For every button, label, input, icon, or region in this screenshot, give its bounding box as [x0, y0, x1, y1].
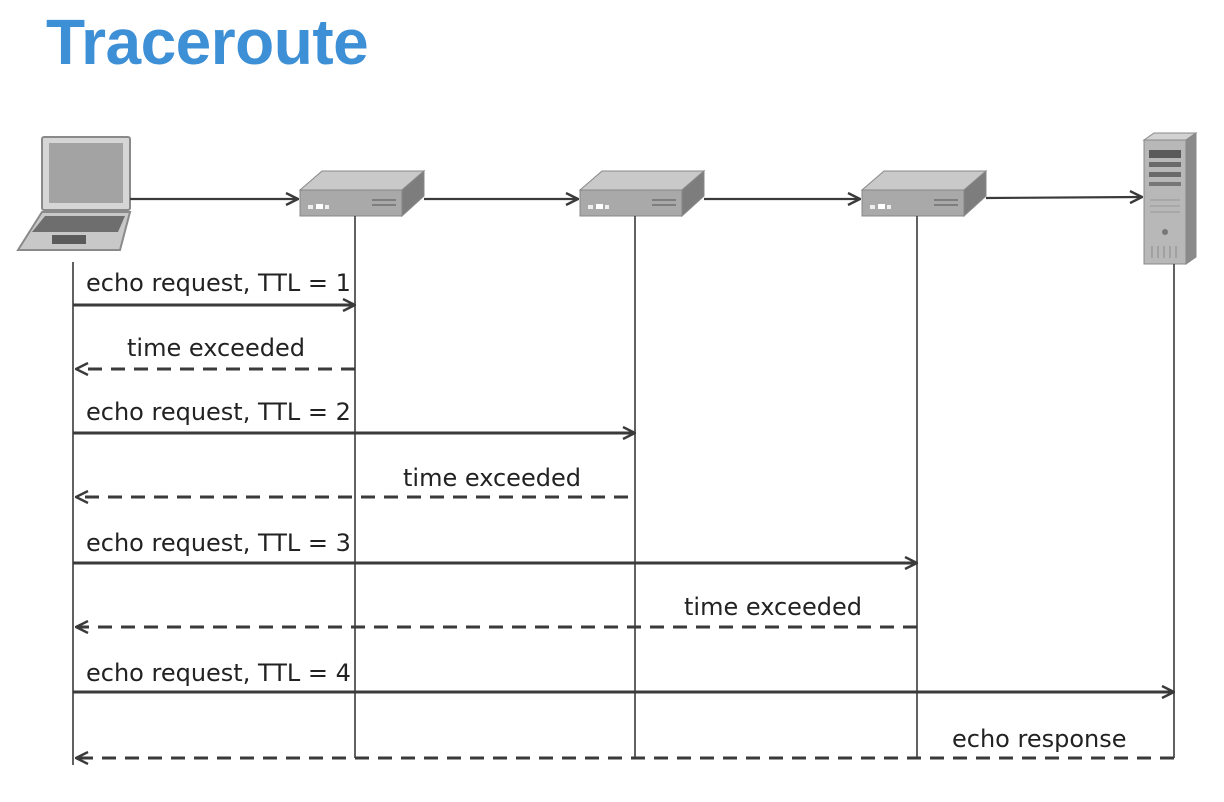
- server-icon: [1142, 132, 1198, 265]
- page-title: Traceroute: [46, 6, 369, 78]
- message-label-3: echo request, TTL = 2: [86, 398, 351, 426]
- router-icon: [578, 169, 706, 218]
- router-icon: [860, 169, 988, 218]
- message-label-7: echo request, TTL = 4: [86, 659, 351, 687]
- message-label-5: echo request, TTL = 3: [86, 529, 351, 557]
- message-label-2: time exceeded: [127, 334, 305, 362]
- message-label-4: time exceeded: [403, 464, 581, 492]
- message-label-1: echo request, TTL = 1: [86, 269, 351, 297]
- network-link: [985, 197, 1142, 198]
- laptop-icon: [16, 136, 132, 251]
- message-label-8: echo response: [952, 725, 1127, 753]
- message-label-6: time exceeded: [684, 593, 862, 621]
- router-icon: [298, 169, 426, 218]
